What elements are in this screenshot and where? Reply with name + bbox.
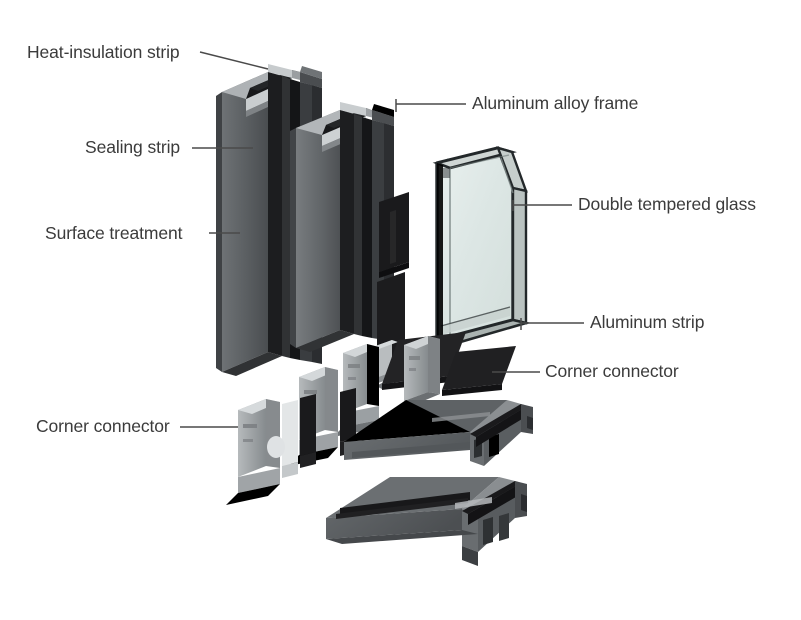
- corner-connector-4: [404, 336, 440, 404]
- label-heat-insulation-strip: Heat-insulation strip: [27, 42, 180, 62]
- leader-heat-insulation-strip: [199, 51, 269, 70]
- corner-connectors: [226, 336, 440, 505]
- label-aluminum-strip: Aluminum strip: [590, 312, 705, 332]
- label-aluminum-alloy-frame: Aluminum alloy frame: [472, 93, 639, 113]
- label-corner-connector-left: Corner connector: [36, 416, 170, 436]
- bottom-profile-upper: [344, 400, 533, 466]
- insulated-glass-unit: [432, 146, 532, 347]
- gasket-panels: [377, 192, 409, 368]
- leader-aluminum-alloy-frame: [395, 99, 466, 112]
- bottom-profile-lower: [326, 477, 527, 566]
- label-double-tempered-glass: Double tempered glass: [578, 194, 756, 214]
- label-sealing-strip: Sealing strip: [85, 137, 181, 157]
- label-corner-connector-right: Corner connector: [545, 361, 679, 381]
- gasket-plates-lower: [382, 332, 516, 396]
- leader-lines: [180, 51, 584, 428]
- leader-double-tempered-glass: [512, 200, 572, 211]
- label-surface-treatment: Surface treatment: [45, 223, 183, 243]
- corner-connector-1: [226, 394, 316, 505]
- leader-aluminum-strip: [520, 318, 584, 330]
